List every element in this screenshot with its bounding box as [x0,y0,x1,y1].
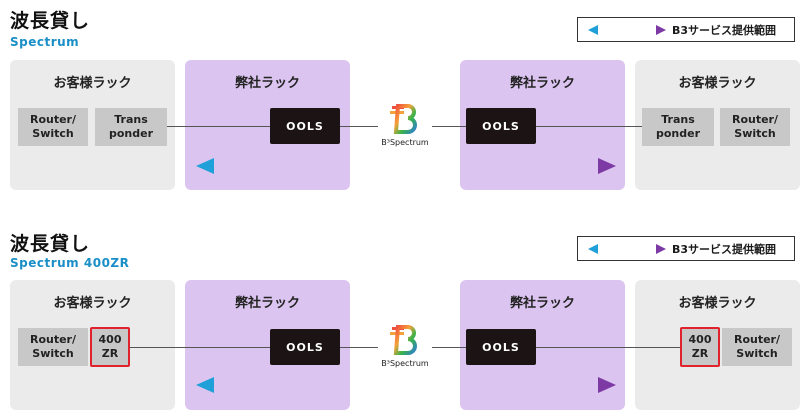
b3-spectrum-logo: B³Spectrum [378,325,432,368]
b3-spectrum-logo: B³Spectrum [378,104,432,147]
double-arrow-icon [588,243,666,254]
router-switch-right: Router/ Switch [722,328,792,366]
router-switch-left: Router/ Switch [18,328,88,366]
section-title: 波長貸し [10,10,91,32]
rack-label: お客様ラック [678,76,757,91]
rack-label: 弊社ラック [509,76,575,91]
b3-logo-icon [390,325,417,355]
router-switch-right: Router/ Switch [720,108,790,146]
transponder-right: Trans ponder [642,108,714,146]
fiber-line [130,347,270,348]
ools-left: OOLS [270,108,340,144]
section-subtitle: Spectrum 400ZR [10,256,130,270]
legend: B3サービス提供範囲 [577,236,795,261]
rack-label: お客様ラック [678,296,757,311]
fiber-line [340,126,378,127]
section-subtitle: Spectrum [10,35,80,49]
legend: B3サービス提供範囲 [577,17,795,42]
fiber-line [432,347,466,348]
fiber-line [340,347,378,348]
double-arrow-icon [588,24,666,35]
logo-text: B³Spectrum [381,138,429,147]
fiber-line [536,126,642,127]
service-range-arrow [196,158,616,174]
section-title: 波長貸し [10,233,91,255]
service-range-arrow [196,377,616,393]
rack-label: お客様ラック [53,296,132,311]
ools-right: OOLS [466,329,536,365]
router-switch-left: Router/ Switch [18,108,88,146]
b3-logo-icon [390,104,417,134]
fiber-line [432,126,466,127]
legend-text: B3サービス提供範囲 [672,242,777,256]
ools-left: OOLS [270,329,340,365]
rack-label: 弊社ラック [509,296,575,311]
zr-400-left: 400 ZR [90,327,130,367]
zr-400-right: 400 ZR [680,327,720,367]
logo-text: B³Spectrum [381,359,429,368]
legend-text: B3サービス提供範囲 [672,23,777,37]
rack-label: お客様ラック [53,76,132,91]
rack-label: 弊社ラック [234,296,300,311]
fiber-line [166,126,270,127]
rack-label: 弊社ラック [234,76,300,91]
fiber-line [536,347,680,348]
company-rack-right: 弊社ラック [460,60,625,190]
ools-right: OOLS [466,108,536,144]
transponder-left: Trans ponder [95,108,167,146]
